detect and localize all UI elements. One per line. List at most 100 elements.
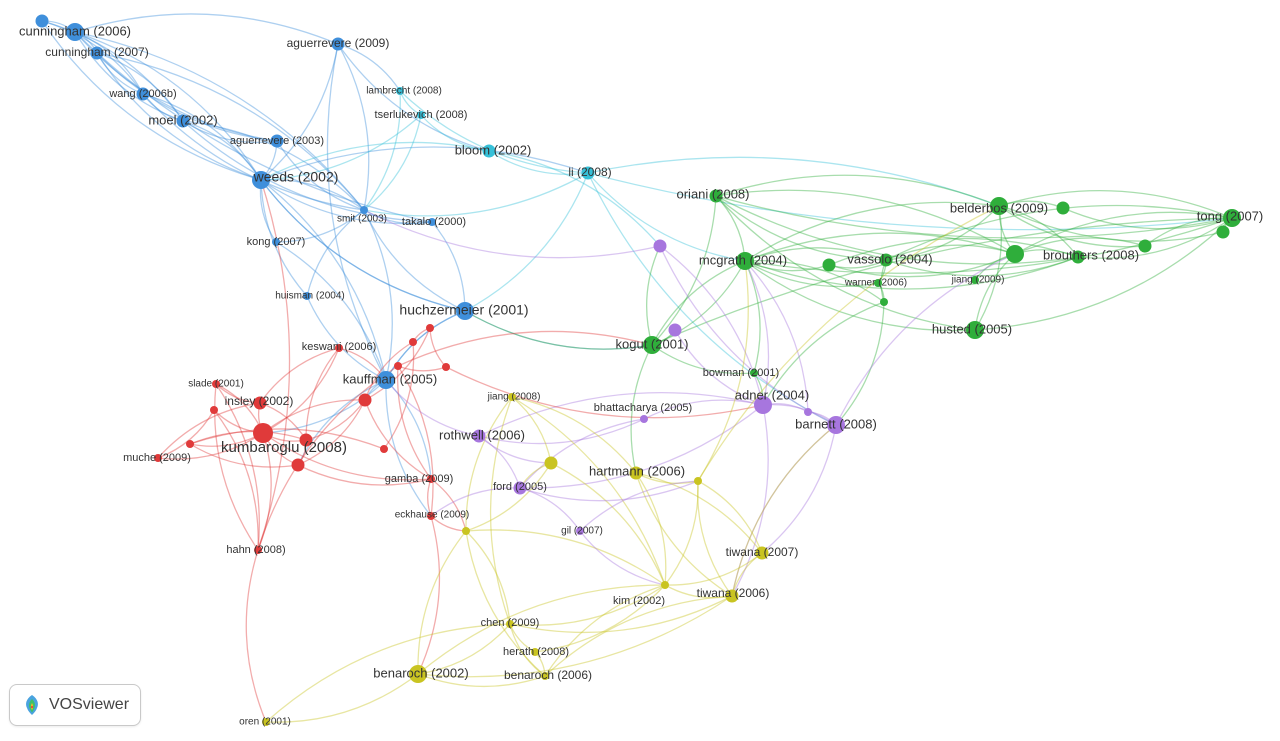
node-n52[interactable]	[409, 338, 417, 346]
node-label[interactable]: barnett (2008)	[795, 416, 877, 431]
node-n5[interactable]	[396, 87, 404, 95]
node-n63[interactable]	[629, 466, 643, 480]
node-label[interactable]: tiwana (2006)	[697, 586, 770, 600]
node-label[interactable]: herath (2008)	[503, 646, 569, 658]
node-n40[interactable]	[804, 408, 812, 416]
node-n39[interactable]	[640, 415, 648, 423]
node-n71[interactable]	[506, 620, 514, 628]
node-n74[interactable]	[541, 672, 549, 680]
node-label[interactable]: smit (2003)	[337, 214, 387, 225]
node-n38[interactable]	[827, 416, 845, 434]
node-n58[interactable]	[254, 546, 262, 554]
node-n67[interactable]	[694, 477, 702, 485]
node-n14[interactable]	[428, 218, 436, 226]
node-label[interactable]: warner (2006)	[844, 278, 907, 289]
node-label[interactable]: muche (2009)	[123, 452, 191, 464]
node-label[interactable]: kogut (2001)	[616, 336, 689, 351]
node-n18[interactable]	[709, 189, 723, 203]
node-label[interactable]: tiwana (2007)	[726, 545, 799, 559]
node-n7[interactable]	[136, 87, 150, 101]
node-label[interactable]: cunningham (2006)	[19, 23, 131, 38]
node-n34[interactable]	[653, 239, 667, 253]
node-n61[interactable]	[472, 429, 486, 443]
node-label[interactable]: weeds (2002)	[253, 169, 339, 185]
node-label[interactable]: eckhause (2009)	[395, 510, 470, 521]
node-label[interactable]: wang (2006b)	[108, 88, 176, 100]
node-label[interactable]: kong (2007)	[247, 236, 306, 248]
node-n46[interactable]	[154, 454, 162, 462]
node-label[interactable]: husted (2005)	[932, 321, 1012, 336]
node-n43[interactable]	[212, 380, 220, 388]
node-n22[interactable]	[1056, 201, 1070, 215]
node-n69[interactable]	[661, 581, 669, 589]
node-n32[interactable]	[966, 321, 984, 339]
node-n29[interactable]	[971, 276, 979, 284]
node-label[interactable]: aguerrevere (2003)	[230, 135, 324, 147]
node-label[interactable]: benaroch (2002)	[373, 665, 468, 680]
node-n36[interactable]	[750, 369, 758, 377]
node-n44[interactable]	[253, 396, 267, 410]
node-label[interactable]: mcgrath (2004)	[699, 252, 787, 267]
node-n1[interactable]	[66, 23, 84, 41]
node-n62[interactable]	[544, 456, 558, 470]
node-label[interactable]: slade (2001)	[188, 379, 244, 390]
node-n68[interactable]	[755, 546, 769, 560]
node-label[interactable]: insley (2002)	[225, 394, 294, 408]
node-label[interactable]: huchzermeier (2001)	[399, 302, 528, 318]
node-n59[interactable]	[210, 406, 218, 414]
node-n6[interactable]	[417, 111, 425, 119]
node-label[interactable]: huisman (2004)	[275, 291, 344, 302]
node-label[interactable]: benaroch (2006)	[504, 668, 592, 682]
node-label[interactable]: oren (2001)	[239, 717, 291, 728]
node-label[interactable]: rothwell (2006)	[439, 427, 525, 442]
node-n47[interactable]	[299, 433, 313, 447]
node-n30[interactable]	[874, 279, 882, 287]
node-label[interactable]: hartmann (2006)	[589, 463, 685, 478]
node-n12[interactable]	[252, 171, 270, 189]
node-label[interactable]: li (2008)	[568, 165, 611, 179]
node-n28[interactable]	[1138, 239, 1152, 253]
node-n19[interactable]	[990, 197, 1008, 215]
node-n3[interactable]	[35, 14, 49, 28]
node-label[interactable]: hahn (2008)	[226, 544, 285, 556]
node-n73[interactable]	[409, 665, 427, 683]
node-label[interactable]: kumbaroglu (2008)	[221, 439, 347, 456]
node-label[interactable]: jiang (2008)	[487, 392, 541, 403]
node-n42[interactable]	[377, 371, 395, 389]
node-label[interactable]: oriani (2008)	[677, 186, 750, 201]
node-n9[interactable]	[270, 134, 284, 148]
node-n55[interactable]	[394, 362, 402, 370]
node-label[interactable]: bloom (2002)	[455, 142, 532, 157]
node-label[interactable]: gil (2007)	[561, 526, 603, 537]
node-n17[interactable]	[456, 302, 474, 320]
vosviewer-badge[interactable]: VOSviewer	[9, 684, 141, 726]
node-n11[interactable]	[581, 166, 595, 180]
node-n48[interactable]	[358, 393, 372, 407]
node-n45[interactable]	[253, 423, 273, 443]
node-n33[interactable]	[643, 336, 661, 354]
node-label[interactable]: keswani (2006)	[302, 341, 377, 353]
node-n27[interactable]	[1071, 250, 1085, 264]
node-label[interactable]: tserlukevich (2008)	[375, 109, 468, 121]
node-n31[interactable]	[880, 298, 888, 306]
node-label[interactable]: ford (2005)	[493, 481, 547, 493]
node-label[interactable]: brouthers (2008)	[1043, 247, 1139, 262]
node-n15[interactable]	[272, 238, 280, 246]
node-label[interactable]: chen (2009)	[481, 617, 540, 629]
node-n64[interactable]	[462, 527, 470, 535]
node-n13[interactable]	[360, 206, 368, 214]
node-label[interactable]: moel (2002)	[148, 112, 217, 127]
node-n21[interactable]	[1216, 225, 1230, 239]
node-n54[interactable]	[442, 363, 450, 371]
node-label[interactable]: bowman (2001)	[703, 367, 779, 379]
node-n23[interactable]	[736, 252, 754, 270]
node-n37[interactable]	[754, 396, 772, 414]
node-label[interactable]: cunningham (2007)	[45, 45, 148, 59]
node-n51[interactable]	[380, 445, 388, 453]
node-label[interactable]: kauffman (2005)	[343, 371, 437, 386]
node-label[interactable]: takalo (2000)	[402, 216, 466, 228]
node-n20[interactable]	[1223, 209, 1241, 227]
node-label[interactable]: aguerrevere (2009)	[287, 36, 390, 50]
node-n53[interactable]	[426, 324, 434, 332]
